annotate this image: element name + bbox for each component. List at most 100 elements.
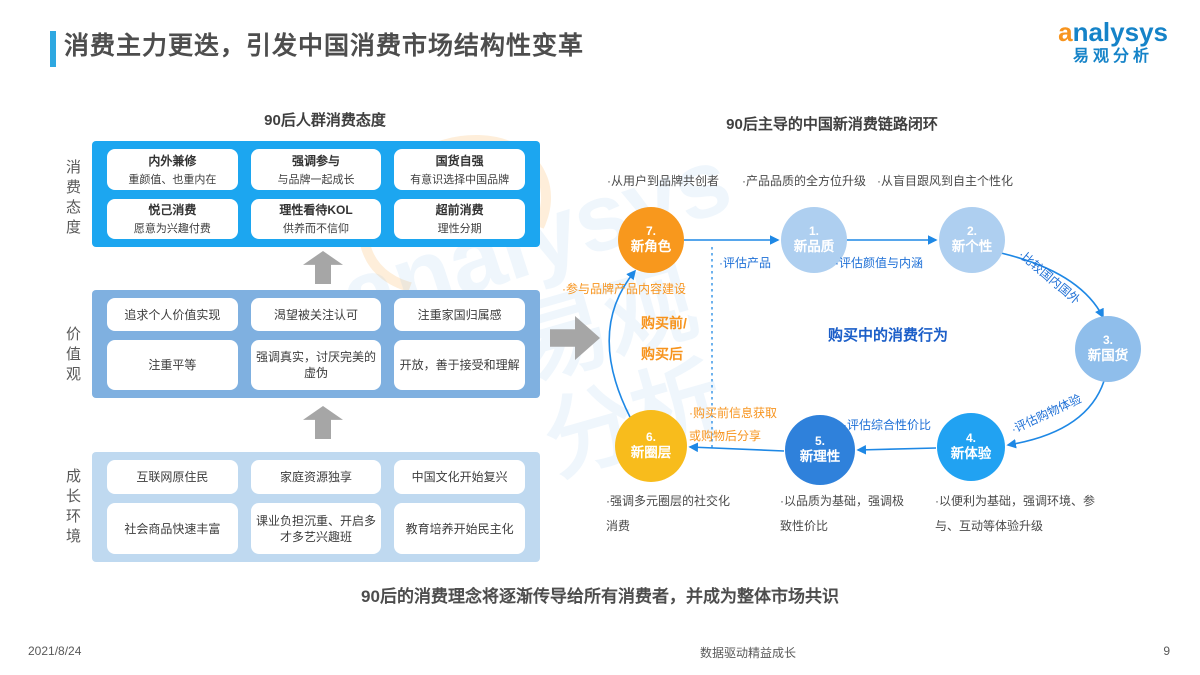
growth-container: 互联网原住民 家庭资源独享 中国文化开始复兴 社会商品快速丰富 课业负担沉重、开… bbox=[92, 452, 540, 562]
growth-item: 互联网原住民 bbox=[107, 460, 238, 495]
label-participate: ·参与品牌产品内容建设 bbox=[562, 282, 686, 296]
growth-item: 社会商品快速丰富 bbox=[107, 503, 238, 554]
attitude-item-desc: 供养而不信仰 bbox=[282, 223, 349, 236]
attitude-item-desc: 与品牌一起成长 bbox=[277, 173, 355, 186]
label-during-purchase: 购买中的消费行为 bbox=[828, 327, 949, 344]
values-item: 强调真实，讨厌完美的虚伪 bbox=[250, 340, 382, 390]
attitude-item-desc: 愿意为兴趣付费 bbox=[133, 223, 211, 236]
attitude-item-title: 超前消费 bbox=[435, 203, 484, 218]
section-label-growth: 成长环境 bbox=[64, 468, 81, 548]
growth-item-text: 互联网原住民 bbox=[136, 470, 209, 485]
label-pre-line1: 购买前/ bbox=[641, 315, 687, 331]
flow-node-7: 7. 新角色 bbox=[618, 207, 684, 273]
flow-node-label: 新圈层 bbox=[630, 445, 672, 461]
flow-node-number: 4. bbox=[965, 431, 976, 446]
label-pre-line2: 购买后 bbox=[641, 346, 683, 362]
growth-item: 家庭资源独享 bbox=[250, 460, 382, 495]
label-info-line1: ·购买前信息获取 bbox=[689, 406, 777, 420]
label-evaluate-value: ·评估综合性价比 bbox=[843, 418, 931, 432]
growth-item-text: 社会商品快速丰富 bbox=[124, 521, 221, 536]
label-compare-domestic: ·比较国内国外 bbox=[1015, 247, 1083, 308]
flow-node-label: 新角色 bbox=[630, 239, 672, 255]
top-bullet: ·产品品质的全方位升级 bbox=[742, 174, 866, 188]
flow-node-number: 1. bbox=[808, 224, 819, 239]
values-item-text: 开放，善于接受和理解 bbox=[399, 358, 520, 373]
flow-node-label: 新品质 bbox=[793, 239, 835, 255]
attitude-item-title: 国货自强 bbox=[435, 153, 484, 168]
attitude-item: 悦己消费 愿意为兴趣付费 bbox=[107, 198, 238, 239]
values-item: 注重家国归属感 bbox=[394, 298, 525, 332]
label-evaluate-looks: ·评估颜值与内涵 bbox=[835, 256, 923, 270]
label-pre-post: 购买前/ 购买后 bbox=[641, 308, 687, 370]
attitude-item: 国货自强 有意识选择中国品牌 bbox=[394, 149, 525, 190]
values-item-text: 注重平等 bbox=[148, 358, 197, 373]
flow-node-4: 4. 新体验 bbox=[937, 413, 1005, 481]
flow-node-5: 5. 新理性 bbox=[785, 415, 855, 485]
flow-node-2: 2. 新个性 bbox=[939, 207, 1005, 273]
growth-item: 中国文化开始复兴 bbox=[394, 460, 525, 495]
flow-node-label: 新体验 bbox=[950, 446, 992, 462]
bottom-bullet: ·以便利为基础，强调环境、参与、互动等体验升级 bbox=[935, 494, 1095, 534]
values-item: 开放，善于接受和理解 bbox=[394, 340, 525, 390]
flow-node-number: 5. bbox=[814, 434, 825, 449]
growth-item-text: 课业负担沉重、开启多才多艺兴趣班 bbox=[255, 513, 376, 544]
growth-item: 课业负担沉重、开启多才多艺兴趣班 bbox=[250, 503, 382, 554]
section-label-attitude: 消费态度 bbox=[64, 159, 81, 239]
label-evaluate-product: ·评估产品 bbox=[719, 256, 771, 270]
flow-node-label: 新个性 bbox=[951, 239, 993, 255]
logo-wordmark: analysys bbox=[1058, 17, 1168, 47]
attitude-item-desc: 理性分期 bbox=[437, 223, 482, 236]
flow-node-number: 6. bbox=[645, 430, 656, 445]
growth-item-text: 中国文化开始复兴 bbox=[411, 470, 508, 485]
growth-item-text: 教育培养开始民主化 bbox=[405, 521, 514, 536]
attitude-item-title: 悦己消费 bbox=[148, 203, 197, 218]
values-container: 追求个人价值实现 渴望被关注认可 注重家国归属感 注重平等 强调真实，讨厌完美的… bbox=[92, 290, 540, 398]
bottom-bullet: ·以品质为基础，强调极致性价比 bbox=[780, 494, 904, 534]
values-item-text: 注重家国归属感 bbox=[417, 307, 502, 322]
footer-page-number: 9 bbox=[1163, 644, 1170, 658]
flow-node-number: 2. bbox=[966, 224, 977, 239]
flow-node-label: 新理性 bbox=[799, 449, 841, 465]
values-item: 追求个人价值实现 bbox=[107, 298, 238, 332]
flow-node-6: 6. 新圈层 bbox=[615, 410, 687, 482]
flow-node-number: 3. bbox=[1102, 333, 1113, 348]
growth-item: 教育培养开始民主化 bbox=[394, 503, 525, 554]
conclusion-statement: 90后的消费理念将逐渐传导给所有消费者，并成为整体市场共识 bbox=[361, 587, 839, 606]
top-bullet: ·从盲目跟风到自主个性化 bbox=[877, 174, 1013, 188]
values-item-text: 渴望被关注认可 bbox=[273, 307, 358, 322]
flow-node-1: 1. 新品质 bbox=[781, 207, 847, 273]
label-info-line2: 或购物后分享 bbox=[689, 429, 762, 443]
attitude-item-title: 理性看待KOL bbox=[279, 203, 353, 218]
attitude-item: 超前消费 理性分期 bbox=[394, 198, 525, 239]
attitude-item-title: 内外兼修 bbox=[148, 153, 197, 168]
values-item-text: 追求个人价值实现 bbox=[124, 307, 221, 322]
up-arrow-icon bbox=[303, 406, 343, 439]
label-info-sharing: ·购买前信息获取 或购物后分享 bbox=[689, 402, 777, 448]
values-item-text: 强调真实，讨厌完美的虚伪 bbox=[255, 350, 376, 381]
page-title: 消费主力更迭，引发中国消费市场结构性变革 bbox=[64, 32, 585, 60]
left-panel-title: 90后人群消费态度 bbox=[264, 112, 386, 129]
attitude-container: 内外兼修 重颜值、也重内在 强调参与 与品牌一起成长 国货自强 有意识选择中国品… bbox=[92, 141, 540, 247]
attitude-item: 内外兼修 重颜值、也重内在 bbox=[107, 149, 238, 190]
flow-node-number: 7. bbox=[645, 224, 656, 239]
attitude-item-desc: 重颜值、也重内在 bbox=[128, 173, 217, 186]
bottom-bullet: ·强调多元圈层的社交化消费 bbox=[606, 494, 730, 534]
values-item: 注重平等 bbox=[107, 340, 238, 390]
footer-date: 2021/8/24 bbox=[28, 644, 82, 658]
analysys-logo: analysys 易观分析 bbox=[1058, 18, 1168, 65]
right-panel-title: 90后主导的中国新消费链路闭环 bbox=[726, 116, 938, 133]
footer-slogan: 数据驱动精益成长 bbox=[700, 646, 797, 660]
flow-node-3: 3. 新国货 bbox=[1075, 316, 1141, 382]
title-accent-bar bbox=[50, 31, 56, 67]
values-item: 渴望被关注认可 bbox=[250, 298, 382, 332]
attitude-item: 强调参与 与品牌一起成长 bbox=[250, 149, 382, 190]
attitude-item: 理性看待KOL 供养而不信仰 bbox=[250, 198, 382, 239]
logo-chinese-name: 易观分析 bbox=[1073, 47, 1154, 65]
growth-item-text: 家庭资源独享 bbox=[279, 470, 352, 485]
attitude-item-title: 强调参与 bbox=[291, 153, 340, 168]
label-evaluate-shopping: ·评估购物体验 bbox=[1008, 391, 1084, 437]
right-arrow-icon bbox=[550, 316, 600, 360]
attitude-item-desc: 有意识选择中国品牌 bbox=[410, 173, 510, 186]
top-bullet: ·从用户到品牌共创者 bbox=[607, 174, 719, 188]
